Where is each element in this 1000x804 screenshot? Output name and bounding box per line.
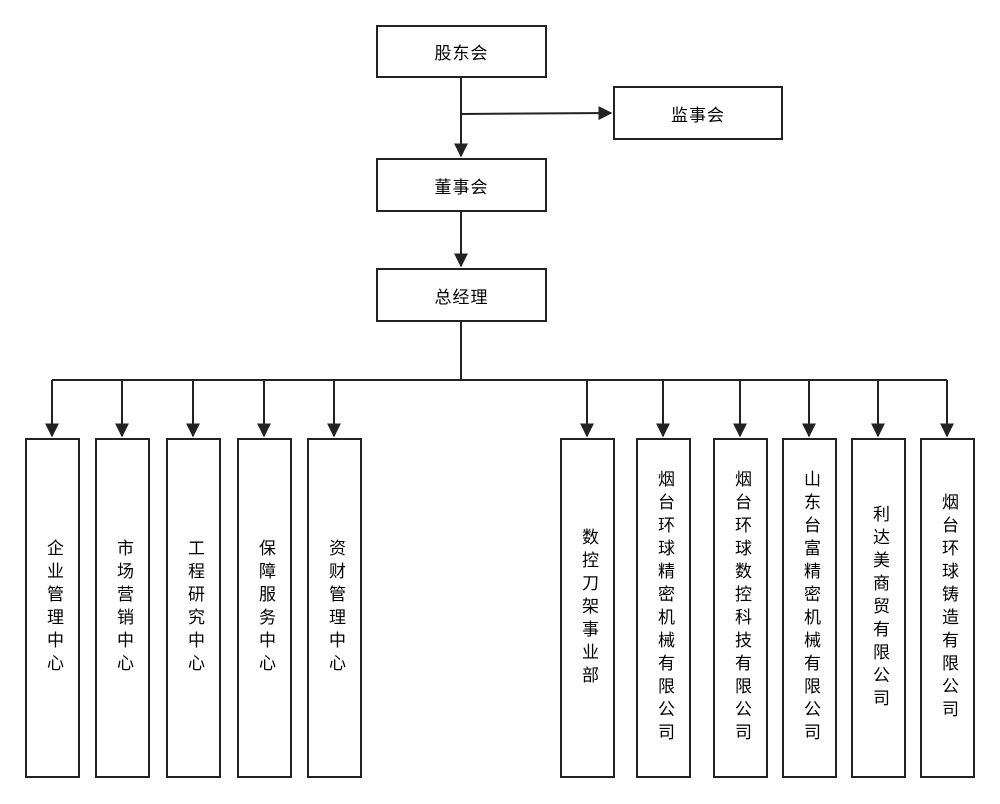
unit-label: 山东台富精密机械有限公司 <box>800 470 820 746</box>
unit-label: 烟台环球铸造有限公司 <box>938 493 958 723</box>
center-label: 企业管理中心 <box>43 539 63 677</box>
center-label: 资财管理中心 <box>325 539 345 677</box>
board-box: 董事会 <box>376 158 547 212</box>
center-box: 市场营销中心 <box>95 438 150 778</box>
center-box: 保障服务中心 <box>237 438 292 778</box>
unit-label: 烟台环球精密机械有限公司 <box>654 470 674 746</box>
center-box: 资财管理中心 <box>307 438 362 778</box>
center-label: 保障服务中心 <box>255 539 275 677</box>
unit-box: 烟台环球数控科技有限公司 <box>713 438 768 778</box>
supervisors-label: 监事会 <box>671 105 725 126</box>
unit-label: 利达美商贸有限公司 <box>869 504 889 712</box>
unit-box: 利达美商贸有限公司 <box>851 438 906 778</box>
supervisors-box: 监事会 <box>613 86 783 140</box>
line-to-supervisors <box>460 106 613 121</box>
center-box: 工程研究中心 <box>166 438 221 778</box>
unit-box: 烟台环球精密机械有限公司 <box>636 438 691 778</box>
unit-box: 烟台环球铸造有限公司 <box>920 438 975 778</box>
unit-label: 数控刀架事业部 <box>578 527 598 689</box>
board-label: 董事会 <box>434 177 489 198</box>
unit-box: 数控刀架事业部 <box>560 438 615 778</box>
center-box: 企业管理中心 <box>25 438 80 778</box>
center-label: 工程研究中心 <box>184 539 204 677</box>
unit-box: 山东台富精密机械有限公司 <box>782 438 837 778</box>
shareholders-label: 股东会 <box>434 44 489 64</box>
general-manager-label: 总经理 <box>434 287 489 308</box>
unit-label: 烟台环球数控科技有限公司 <box>731 470 751 746</box>
general-manager-box: 总经理 <box>376 268 547 322</box>
center-label: 市场营销中心 <box>113 539 133 677</box>
shareholders-box: 股东会 <box>376 25 547 78</box>
